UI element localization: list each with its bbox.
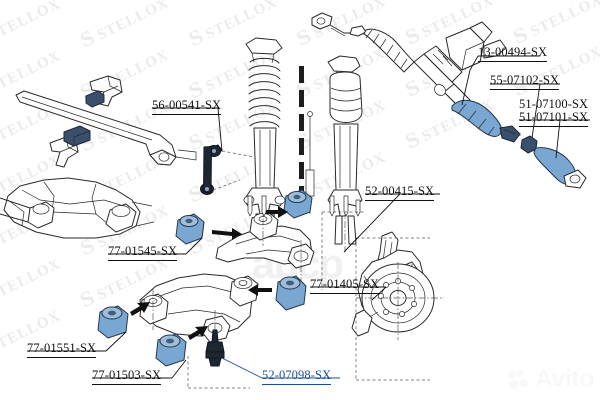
callout-leader-lines (27, 55, 590, 379)
callout-52-00415-SX: 52-00415-SX (365, 184, 435, 201)
stabilizer-bar-group (15, 75, 197, 168)
front-subframe (0, 177, 155, 239)
callout-13-00494-SX: 13-00494-SX (478, 45, 548, 62)
callout-77-01503-SX: 77-01503-SX (92, 368, 162, 385)
center-divider-bars (299, 66, 304, 203)
upper-control-arm (175, 189, 315, 286)
callout-77-01545-SX: 77-01545-SX (108, 244, 178, 261)
stabilizer-link-part (200, 144, 261, 195)
lower-control-arm (97, 273, 307, 367)
steering-knuckle-hub (187, 211, 444, 389)
featured-ball-joint (205, 329, 225, 367)
callout-51-07100-SX: 51-07100-SX (519, 97, 589, 111)
callout-77-01405-SX: 77-01405-SX (310, 277, 380, 294)
callout-77-01551-SX: 77-01551-SX (27, 341, 97, 358)
avito-logo-icon (507, 369, 530, 390)
callout-51-07101-SX: 51-07101-SX (519, 110, 589, 127)
callout-56-00541-SX: 56-00541-SX (152, 98, 222, 115)
fastener-pins (247, 195, 361, 217)
avito-watermark: Avito (507, 365, 595, 393)
air-suspension-strut (305, 55, 363, 252)
avito-wordmark: Avito (534, 365, 595, 393)
callout-52-07098-SX: 52-07098-SX (262, 368, 332, 385)
callout-55-07102-SX: 55-07102-SX (490, 73, 560, 90)
